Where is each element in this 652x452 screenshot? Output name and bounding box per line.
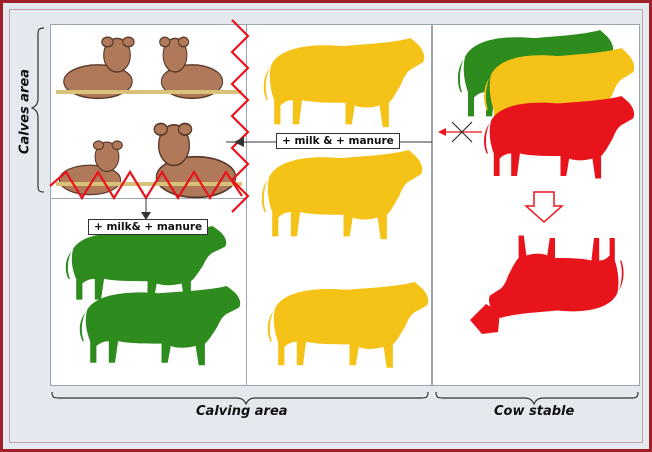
- green-cow-2: [80, 286, 240, 365]
- cow-stable-bracket: [436, 392, 638, 404]
- calf-top-left: [64, 37, 134, 98]
- calves-area-bracket: [32, 28, 44, 192]
- calf-bottom-left: [59, 141, 122, 195]
- yellow-cow-1: [264, 38, 424, 127]
- yellow-cow-3: [268, 282, 428, 368]
- calf-top-right: [160, 37, 223, 98]
- stable-red-cow: [484, 96, 634, 179]
- calf-bottom-right: [154, 123, 235, 197]
- calving-area-bracket: [52, 392, 428, 404]
- tag-milk-manure-calves: + milk& + manure: [88, 219, 208, 235]
- straw-bottom: [56, 182, 242, 186]
- lying-red-cow: [489, 236, 624, 319]
- calving-area-label: Calving area: [196, 404, 288, 419]
- cow-stable-label: Cow stable: [494, 404, 574, 419]
- tag-milk-manure-calving: + milk & + manure: [276, 133, 400, 149]
- calves-area-label: Calves area: [18, 67, 33, 157]
- straw-top: [56, 90, 242, 94]
- yellow-cow-2: [262, 150, 422, 239]
- down-arrow: [526, 192, 562, 222]
